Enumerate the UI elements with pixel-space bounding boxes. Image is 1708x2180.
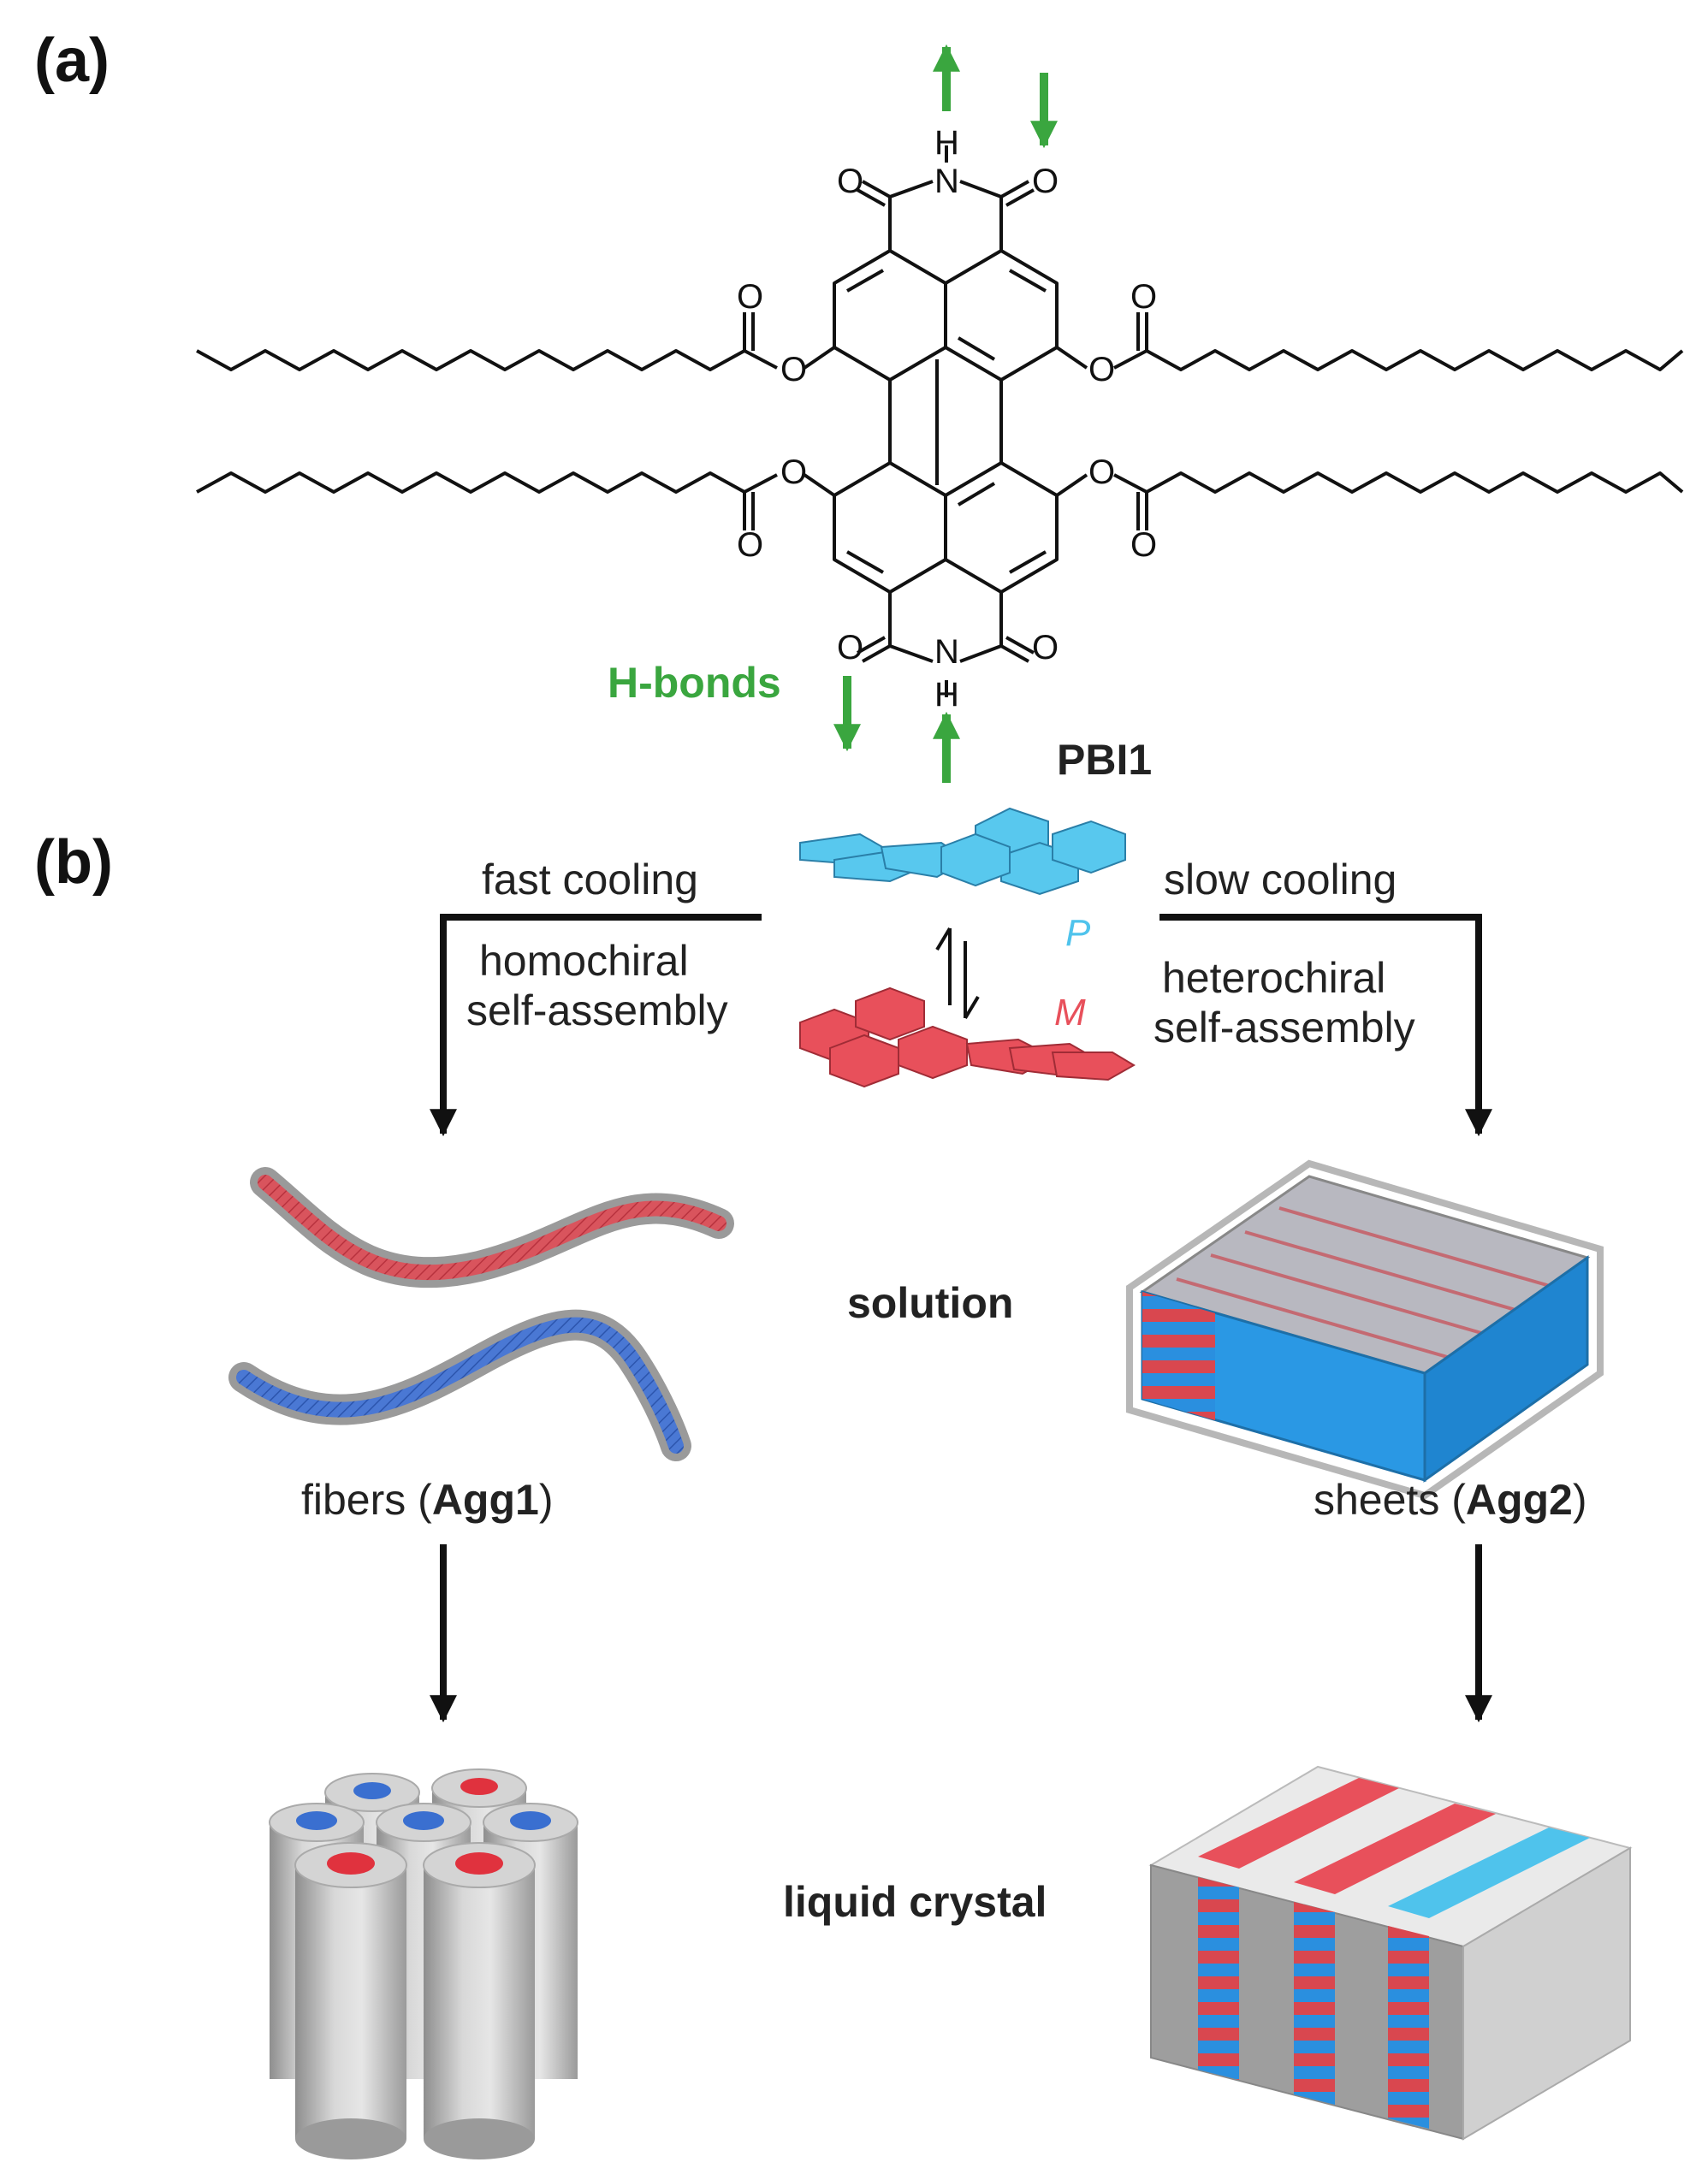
atom-o-top-left: O <box>837 163 863 200</box>
fast-cooling-label: fast cooling <box>482 856 698 903</box>
front-cylinders <box>294 1842 536 2159</box>
atom-h-bottom: H <box>934 676 959 714</box>
m-label: M <box>1054 992 1086 1034</box>
atom-h-top: H <box>934 124 959 162</box>
columnar-liquid-crystal <box>269 1768 578 2159</box>
atom-o-carbonyl-tl: O <box>737 278 763 316</box>
block-top-red-stripe-1 <box>1198 1778 1399 1869</box>
right-self-assembly-label: self-assembly <box>1153 1004 1415 1051</box>
agg1-caption: fibers (Agg1) <box>301 1476 553 1524</box>
m-enantiomer <box>799 986 1136 1088</box>
atom-n-top: N <box>934 163 959 200</box>
equilibrium-arrows <box>935 927 980 1020</box>
right-pathway: slow cooling heterochiral self-assembly <box>1153 856 1492 1137</box>
solution-label: solution <box>847 1279 1013 1327</box>
atom-o-carbonyl-tr: O <box>1130 278 1157 316</box>
slow-cooling-arrow <box>1159 914 1492 1137</box>
sheet-sheath <box>1126 1159 1604 1500</box>
atom-o-bay-tl: O <box>780 351 807 388</box>
lamellar-liquid-crystal <box>1148 1765 1633 2141</box>
atom-o-top-right: O <box>1032 163 1059 200</box>
sheet-stacking-edge <box>1142 1292 1215 1420</box>
block-front-stack-1 <box>1198 1877 1239 2080</box>
p-enantiomer <box>799 807 1126 896</box>
hbond-arrows <box>833 44 1059 783</box>
sheet-top-stripes <box>1176 1206 1563 1362</box>
atom-o-carbonyl-br: O <box>1130 526 1157 564</box>
p-label: P <box>1065 912 1091 954</box>
left-pathway: fast cooling homochiral self-assembly <box>430 856 762 1137</box>
blue-fiber-core <box>236 1317 684 1454</box>
fiber-aggregates <box>228 1167 734 1461</box>
pbi1-structure <box>196 145 1684 697</box>
heterochiral-label: heterochiral <box>1162 954 1385 1002</box>
panel-label-b: (b) <box>34 828 113 897</box>
panel-label-a: (a) <box>34 27 110 95</box>
homochiral-label: homochiral <box>479 937 689 985</box>
atom-o-bottom-left: O <box>837 629 863 666</box>
sheet-aggregate <box>1126 1159 1604 1500</box>
atom-o-carbonyl-bl: O <box>737 526 763 564</box>
sheet-side-face <box>1423 1255 1589 1483</box>
liquid-crystal-label: liquid crystal <box>783 1878 1047 1926</box>
block-top-red-stripe-2 <box>1294 1804 1496 1894</box>
left-self-assembly-label: self-assembly <box>466 986 728 1034</box>
hbonds-label: H-bonds <box>608 659 781 707</box>
atom-o-bay-tr: O <box>1088 351 1115 388</box>
block-side-face <box>1462 1846 1631 2141</box>
block-top-blue-stripe <box>1388 1828 1590 1918</box>
red-fiber-core <box>258 1175 726 1281</box>
agg2-caption: sheets (Agg2) <box>1314 1476 1587 1524</box>
atom-o-bottom-right: O <box>1032 629 1059 666</box>
atom-o-bay-br: O <box>1088 453 1115 491</box>
atom-labels: H N O O N H O O O O O O O O O O <box>737 124 1157 714</box>
molecule-name: PBI1 <box>1057 736 1152 784</box>
block-front-stack-3 <box>1388 1926 1429 2129</box>
atom-o-bay-bl: O <box>780 453 807 491</box>
fast-cooling-arrow <box>430 914 762 1137</box>
block-front-stack-2 <box>1294 1902 1335 2105</box>
atom-n-bottom: N <box>934 633 959 671</box>
slow-cooling-label: slow cooling <box>1164 856 1397 903</box>
